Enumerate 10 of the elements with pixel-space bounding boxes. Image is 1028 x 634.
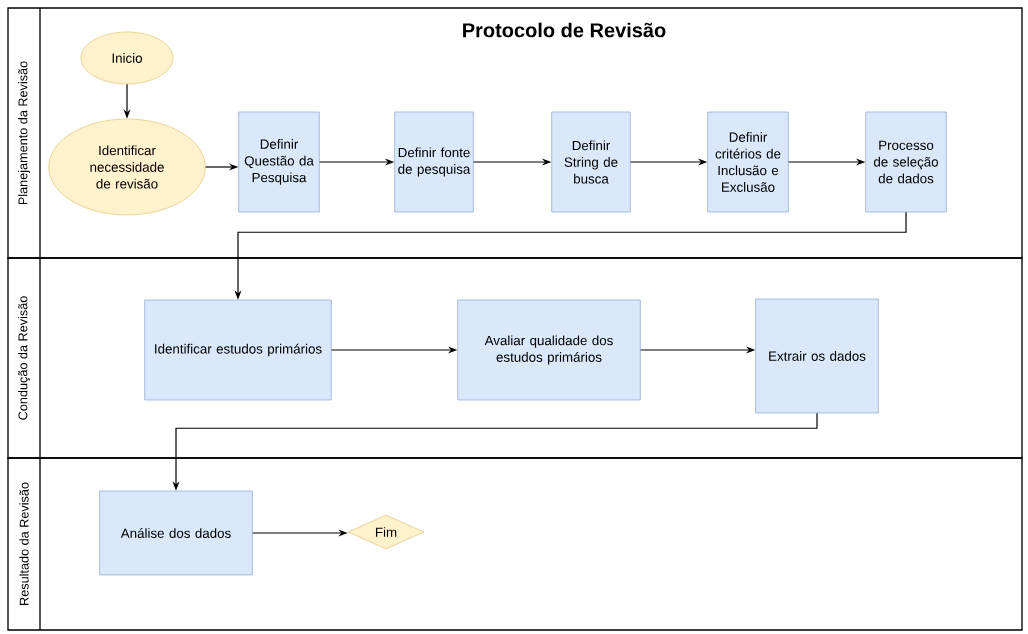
process-box: Avaliar qualidade dos estudos primários [457,299,641,401]
process-box: Definir critérios de Inclusão e Exclusão [707,111,789,213]
process-box: Definir Questão da Pesquisa [238,111,320,213]
process-box: Processo de seleção de dados [865,111,947,213]
diagram-title: Protocolo de Revisão [463,22,666,38]
process-box: Definir fonte de pesquisa [394,111,474,213]
process-box: Extrair os dados [755,298,879,414]
process-box: Identificar estudos primários [144,299,332,401]
process-box: Definir String de busca [551,111,631,213]
process-box: Análise dos dados [99,490,253,576]
